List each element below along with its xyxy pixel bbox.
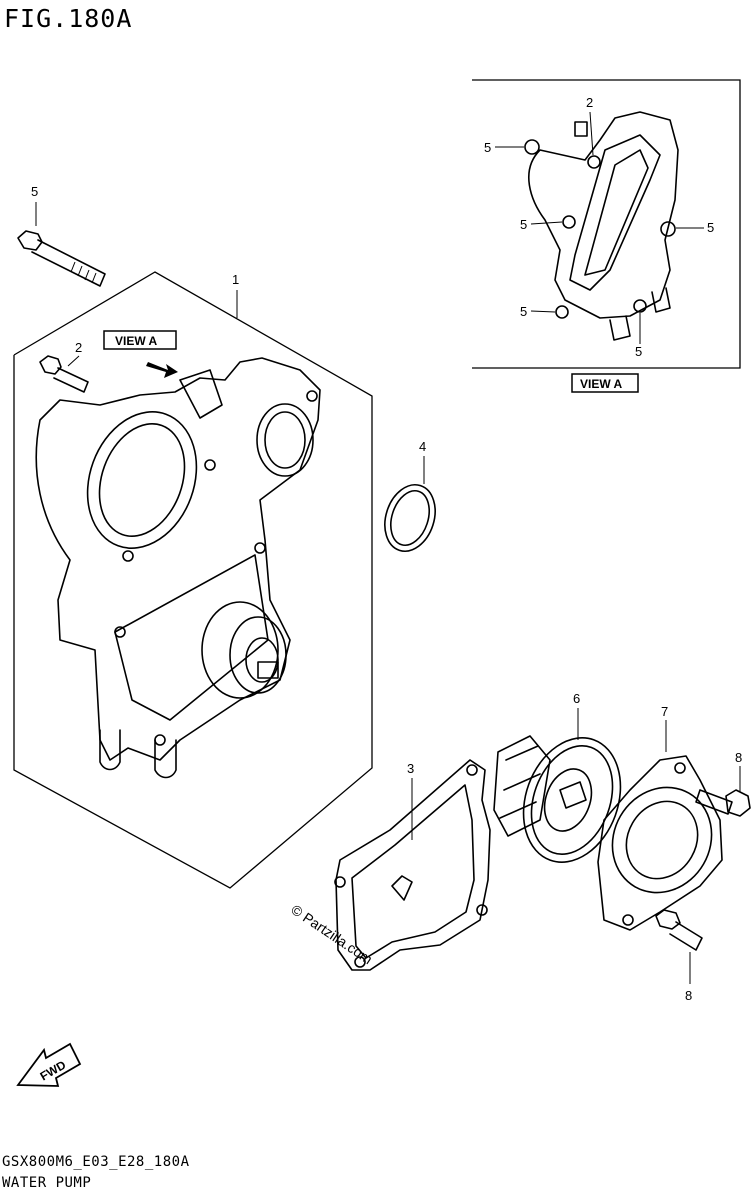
callout-2-bolt[interactable]: 2 xyxy=(67,340,82,367)
callout-1-label: 1 xyxy=(232,272,239,287)
bolt-short xyxy=(39,355,89,393)
figure-code: GSX800M6_E03_E28_180A xyxy=(2,1154,190,1170)
svg-text:3: 3 xyxy=(407,761,414,776)
callout-8-lower[interactable]: 8 xyxy=(685,952,692,1003)
bolt-long xyxy=(17,230,106,287)
assembly-frame xyxy=(13,271,373,889)
svg-text:7: 7 xyxy=(661,704,668,719)
callout-8-upper[interactable]: 8 xyxy=(735,750,742,792)
inset-callouts[interactable]: 2 5 5 5 5 5 xyxy=(484,95,714,359)
svg-text:6: 6 xyxy=(573,691,580,706)
gasket xyxy=(334,759,491,971)
fwd-arrow: FWD xyxy=(16,1042,82,1087)
bolt-lower xyxy=(655,909,703,951)
svg-text:© Partzilla.com: © Partzilla.com xyxy=(288,901,375,967)
svg-text:5: 5 xyxy=(520,217,527,232)
figure-name: WATER PUMP xyxy=(2,1175,92,1191)
callout-4[interactable]: 4 xyxy=(419,439,426,484)
thermostat xyxy=(493,735,622,863)
callout-5-label: 5 xyxy=(31,184,38,199)
svg-text:4: 4 xyxy=(419,439,426,454)
svg-text:VIEW A: VIEW A xyxy=(115,334,158,348)
callout-2-label: 2 xyxy=(75,340,82,355)
svg-text:5: 5 xyxy=(484,140,491,155)
water-pump-housing xyxy=(35,357,321,779)
callout-6[interactable]: 6 xyxy=(573,691,580,740)
svg-text:2: 2 xyxy=(586,95,593,110)
view-a-label: VIEW A xyxy=(571,373,639,393)
svg-text:5: 5 xyxy=(707,220,714,235)
view-a-inset xyxy=(472,79,741,369)
svg-text:8: 8 xyxy=(735,750,742,765)
bolt-upper-right xyxy=(695,789,751,817)
thermostat-cover xyxy=(597,755,723,931)
svg-text:VIEW A: VIEW A xyxy=(580,377,623,391)
callout-5-bolt[interactable]: 5 xyxy=(31,184,38,226)
callout-1[interactable]: 1 xyxy=(232,272,239,318)
view-a-pointer: VIEW A xyxy=(103,330,178,378)
o-ring xyxy=(384,484,436,552)
callout-7[interactable]: 7 xyxy=(661,704,668,752)
figure-title: FIG.180A xyxy=(4,4,133,33)
callout-3[interactable]: 3 xyxy=(407,761,414,840)
svg-text:8: 8 xyxy=(685,988,692,1003)
svg-text:5: 5 xyxy=(520,304,527,319)
watermark: © Partzilla.com xyxy=(288,901,375,967)
svg-text:5: 5 xyxy=(635,344,642,359)
